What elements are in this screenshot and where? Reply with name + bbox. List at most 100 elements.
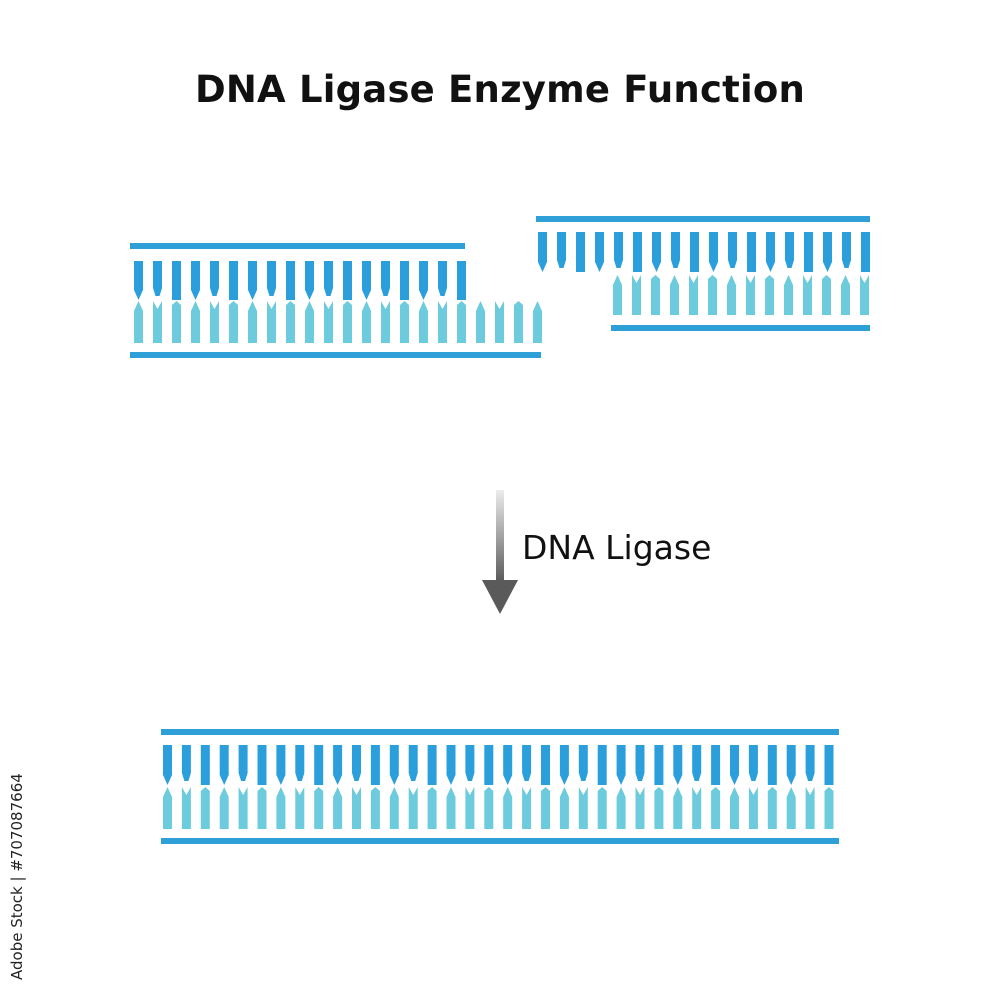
nucleotide-top-right-5 — [614, 232, 623, 268]
nucleotide-bottom-left-7 — [248, 301, 257, 343]
nucleotide-top-ligated-1 — [163, 745, 172, 785]
backbone-bottom-left — [130, 352, 541, 358]
nucleotide-bottom-left-14 — [381, 301, 390, 343]
nucleotide-bottom-right-6 — [708, 275, 717, 315]
nucleotide-bottom-right-7 — [727, 275, 736, 315]
nucleotide-bottom-ligated-29 — [692, 787, 702, 829]
backbone-bottom-ligated — [161, 838, 839, 844]
dna-fragment-left — [130, 243, 542, 358]
nucleotide-top-left-2 — [153, 261, 162, 296]
nucleotide-bottom-ligated-30 — [711, 787, 721, 829]
nucleotide-top-ligated-11 — [352, 745, 361, 781]
nucleotides-bottom-ligated — [163, 787, 834, 829]
nucleotide-top-ligated-35 — [805, 745, 815, 781]
nucleotide-bottom-ligated-32 — [748, 787, 758, 829]
nucleotide-bottom-ligated-4 — [219, 787, 229, 829]
nucleotide-bottom-ligated-7 — [276, 787, 286, 829]
backbone-top-ligated — [161, 729, 839, 735]
nucleotide-bottom-ligated-10 — [333, 787, 343, 829]
nucleotides-top-left — [134, 261, 466, 300]
nucleotide-bottom-ligated-15 — [427, 787, 437, 829]
dna-fragment-right — [536, 216, 870, 331]
nucleotide-top-ligated-18 — [484, 745, 494, 785]
nucleotide-top-left-16 — [419, 261, 428, 300]
nucleotide-top-right-17 — [842, 232, 851, 268]
nucleotide-top-ligated-33 — [767, 745, 777, 785]
nucleotide-bottom-ligated-33 — [767, 787, 777, 829]
nucleotide-top-ligated-20 — [522, 745, 532, 781]
nucleotide-bottom-ligated-21 — [541, 787, 550, 829]
nucleotide-bottom-ligated-6 — [257, 787, 267, 829]
nucleotide-bottom-ligated-24 — [597, 787, 607, 829]
nucleotides-bottom-right — [613, 275, 869, 315]
nucleotide-top-ligated-36 — [824, 745, 834, 785]
nucleotide-top-left-7 — [248, 261, 257, 300]
nucleotide-top-ligated-32 — [748, 745, 758, 781]
nucleotide-bottom-left-6 — [229, 301, 238, 343]
nucleotide-top-left-3 — [172, 261, 181, 300]
nucleotide-bottom-ligated-35 — [805, 787, 815, 829]
nucleotide-bottom-right-11 — [803, 275, 812, 315]
nucleotide-top-right-9 — [690, 232, 699, 272]
nucleotide-top-ligated-30 — [711, 745, 721, 785]
nucleotides-bottom-left — [134, 301, 542, 343]
nucleotide-top-left-13 — [362, 261, 371, 300]
nucleotides-top-ligated — [163, 745, 834, 785]
nucleotide-bottom-left-8 — [267, 301, 276, 343]
nucleotide-bottom-left-20 — [495, 301, 504, 343]
nucleotide-bottom-right-3 — [651, 275, 660, 315]
nucleotide-bottom-ligated-36 — [824, 787, 834, 829]
nucleotide-bottom-ligated-25 — [616, 787, 626, 829]
nucleotide-top-ligated-14 — [408, 745, 418, 781]
nucleotide-bottom-right-13 — [841, 275, 850, 315]
nucleotide-top-ligated-13 — [389, 745, 399, 785]
nucleotide-top-ligated-8 — [295, 745, 305, 781]
nucleotide-bottom-left-12 — [343, 301, 352, 343]
nucleotide-bottom-right-5 — [689, 275, 698, 315]
nucleotide-top-left-14 — [381, 261, 390, 296]
nucleotide-top-right-8 — [671, 232, 680, 268]
dna-ligated-strand — [161, 729, 839, 844]
nucleotide-top-left-8 — [267, 261, 276, 296]
nucleotide-top-left-12 — [343, 261, 352, 300]
backbone-bottom-right — [611, 325, 870, 331]
nucleotide-bottom-left-1 — [134, 301, 143, 343]
nucleotide-top-right-11 — [728, 232, 737, 268]
nucleotide-top-right-16 — [823, 232, 832, 272]
nucleotide-top-left-5 — [210, 261, 219, 296]
nucleotide-top-left-17 — [438, 261, 447, 296]
nucleotide-bottom-ligated-8 — [295, 787, 305, 829]
nucleotide-top-right-2 — [557, 232, 566, 268]
nucleotide-top-left-15 — [400, 261, 409, 300]
nucleotide-bottom-ligated-5 — [238, 787, 248, 829]
nucleotide-top-ligated-34 — [786, 745, 796, 785]
nucleotide-top-ligated-28 — [673, 745, 683, 785]
nucleotide-bottom-left-17 — [438, 301, 447, 343]
nucleotide-bottom-left-10 — [305, 301, 314, 343]
nucleotide-bottom-ligated-34 — [786, 787, 796, 829]
nucleotide-bottom-ligated-19 — [503, 787, 513, 829]
nucleotide-top-ligated-19 — [503, 745, 513, 785]
nucleotide-bottom-left-5 — [210, 301, 219, 343]
stock-id-label: Adobe Stock | #707087664 — [8, 773, 26, 981]
nucleotide-top-ligated-31 — [730, 745, 739, 785]
nucleotide-bottom-ligated-9 — [314, 787, 324, 829]
nucleotide-bottom-ligated-12 — [370, 787, 380, 829]
nucleotide-top-ligated-7 — [276, 745, 286, 785]
nucleotide-top-left-11 — [324, 261, 333, 296]
nucleotide-top-ligated-4 — [219, 745, 229, 785]
nucleotide-bottom-ligated-28 — [673, 787, 683, 829]
nucleotide-top-ligated-16 — [446, 745, 456, 785]
nucleotide-top-left-1 — [134, 261, 143, 300]
nucleotide-top-ligated-26 — [635, 745, 645, 781]
nucleotide-bottom-left-13 — [362, 301, 371, 343]
nucleotide-bottom-left-15 — [400, 301, 409, 343]
nucleotide-top-ligated-15 — [427, 745, 437, 785]
nucleotide-top-left-18 — [457, 261, 466, 300]
nucleotide-bottom-ligated-23 — [578, 787, 588, 829]
nucleotide-top-ligated-29 — [692, 745, 702, 781]
nucleotide-bottom-ligated-18 — [484, 787, 494, 829]
nucleotide-top-ligated-2 — [181, 745, 191, 781]
nucleotide-bottom-ligated-31 — [730, 787, 739, 829]
